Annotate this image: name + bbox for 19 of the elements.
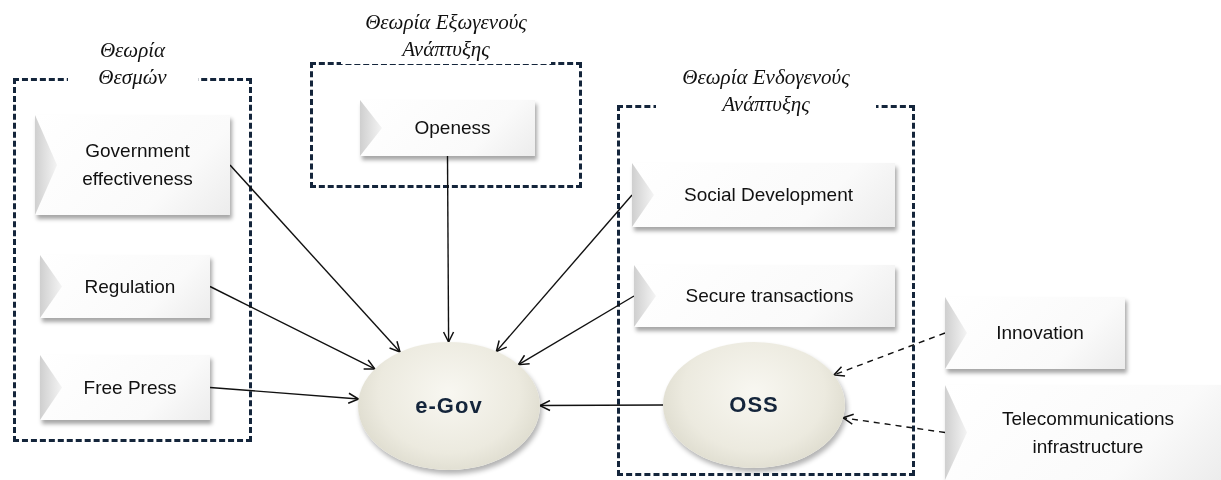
beveled-box: Social Development [632, 163, 895, 227]
arrow [209, 386, 360, 404]
beveled-box: Regulation [40, 255, 210, 318]
beveled-box: Innovation [945, 297, 1125, 369]
ellipse-node: e-Gov [358, 342, 540, 470]
arrow [442, 155, 455, 343]
ellipse-node: OSS [663, 342, 845, 468]
beveled-box: Openess [360, 100, 535, 156]
arrow [517, 295, 635, 366]
beveled-box: Secure transactions [634, 265, 895, 327]
beveled-box: Free Press [40, 355, 210, 420]
arrow [209, 285, 376, 370]
arrow [833, 332, 946, 377]
beveled-box: Government effectiveness [35, 115, 230, 215]
arrow [229, 164, 401, 353]
arrow [495, 194, 633, 353]
beveled-box: Telecommunications infrastructure [945, 385, 1221, 480]
arrow [842, 413, 946, 434]
arrow [539, 399, 664, 412]
